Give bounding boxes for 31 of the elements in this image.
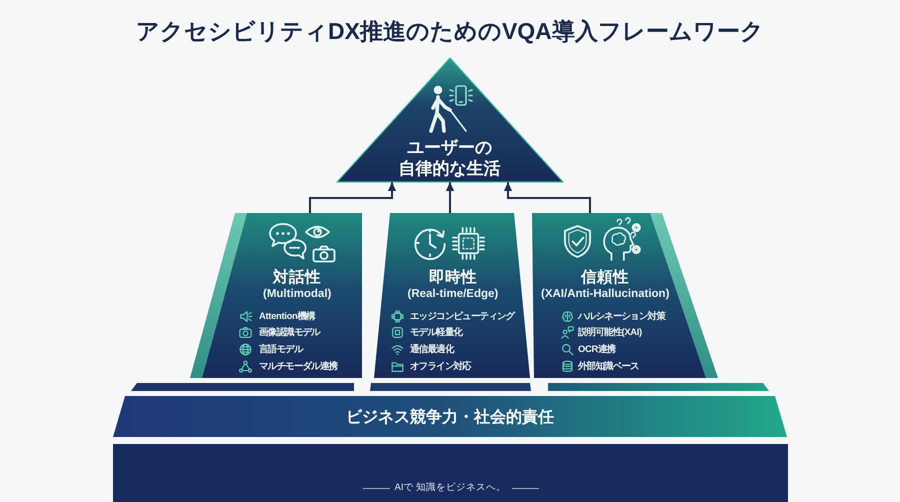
arrow bbox=[309, 182, 396, 213]
pillar-subtitle: (XAI/Anti-Hallucination) bbox=[541, 288, 670, 301]
apex-triangle bbox=[336, 57, 564, 182]
list-item: 言語モデル bbox=[259, 344, 303, 355]
list-item: 通信最適化 bbox=[410, 344, 454, 355]
list-item: エッジコンピューティング bbox=[410, 310, 514, 322]
tagline: AIで 知識をビジネスへ。 bbox=[394, 482, 506, 494]
list-item: モデル軽量化 bbox=[410, 327, 462, 338]
pillar-subtitle: (Multimodal) bbox=[263, 288, 332, 301]
list-item: オフライン対応 bbox=[410, 360, 471, 372]
list-item: Attention機構 bbox=[259, 310, 315, 322]
list-item: 外部知識ベース bbox=[578, 360, 639, 372]
arrow bbox=[446, 182, 454, 213]
banner-text: ビジネス競争力・社会的責任 bbox=[346, 409, 554, 428]
node-label: ユーザーの自律的な生活 bbox=[398, 136, 502, 179]
list-item: 画像認識モデル bbox=[259, 327, 320, 338]
list-item: ハルシネーション対策 bbox=[578, 310, 666, 322]
list-item: 説明可能性(XAI) bbox=[578, 327, 642, 338]
footer-band bbox=[113, 444, 788, 502]
pillar-subtitle: (Real-time/Edge) bbox=[408, 288, 498, 301]
pillar-heading: 即時性 bbox=[429, 269, 477, 287]
list-item: マルチモーダル連携 bbox=[259, 360, 338, 372]
title: アクセシビリティDX推進のためのVQA導入フレームワーク bbox=[136, 18, 764, 44]
pillar-heading: 対話性 bbox=[273, 269, 321, 287]
pillar-panel bbox=[374, 213, 530, 378]
pillar-panel bbox=[532, 213, 718, 378]
arrow bbox=[504, 182, 591, 213]
list-item: OCR連携 bbox=[578, 344, 616, 355]
pillar-heading: 信頼性 bbox=[581, 269, 629, 287]
pillar-panel bbox=[190, 213, 362, 378]
banner-band bbox=[113, 396, 787, 437]
